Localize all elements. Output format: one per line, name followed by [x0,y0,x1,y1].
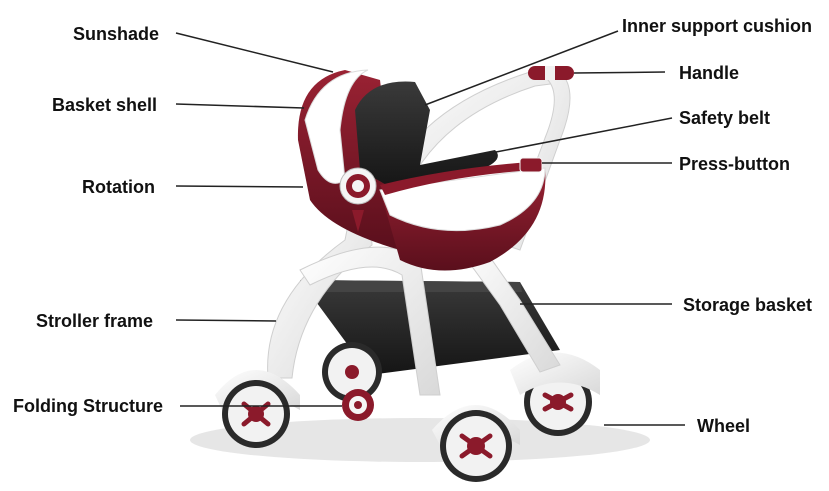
label-basket-shell: Basket shell [52,95,157,115]
label-stroller-frame: Stroller frame [36,311,153,331]
handle-grip-band [545,66,555,80]
label-rotation: Rotation [82,177,155,197]
label-handle: Handle [679,63,739,83]
label-safety-belt: Safety belt [679,108,770,128]
leader-stroller-frame [176,320,276,321]
label-inner-support-cushion: Inner support cushion [622,16,812,36]
leader-basket-shell [176,104,304,108]
press-button-part [520,158,542,172]
leader-handle [574,72,665,73]
label-wheel: Wheel [697,416,750,436]
folding-structure-knob [342,389,374,421]
front-wheel-right [440,410,512,482]
leader-inner-support-cushion [425,31,618,105]
front-wheel-left [222,380,290,448]
label-press-button: Press-button [679,154,790,174]
label-storage-basket: Storage basket [683,295,812,315]
label-sunshade: Sunshade [73,24,159,44]
rotation-knob [340,168,376,204]
leader-rotation [176,186,303,187]
leader-safety-belt [496,118,672,152]
label-folding-structure: Folding Structure [13,396,163,416]
leader-sunshade [176,33,333,72]
